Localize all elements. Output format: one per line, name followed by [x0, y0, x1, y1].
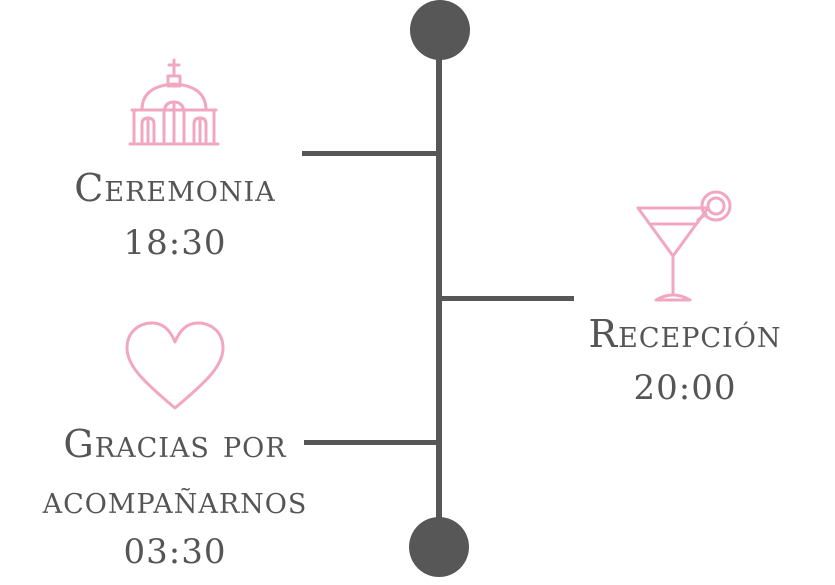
timeline-branch-ceremonia — [302, 151, 438, 156]
event-title-recepcion: Recepción — [588, 312, 782, 356]
timeline-branch-recepcion — [440, 296, 574, 301]
church-icon — [128, 58, 220, 146]
timeline-start-dot — [410, 0, 470, 60]
event-title-gracias-line1: Gracias por — [63, 422, 287, 466]
event-title-ceremonia: Ceremonia — [74, 166, 276, 210]
event-title-gracias-line2: acompañarnos — [42, 478, 308, 522]
event-time-recepcion: 20:00 — [633, 368, 737, 408]
cocktail-glass-icon — [636, 186, 734, 304]
timeline-axis — [436, 30, 442, 548]
event-time-gracias: 03:30 — [123, 532, 227, 572]
timeline-end-dot — [409, 517, 469, 577]
heart-icon — [124, 320, 226, 412]
timeline-branch-gracias — [304, 440, 438, 445]
event-time-ceremonia: 18:30 — [123, 223, 227, 263]
